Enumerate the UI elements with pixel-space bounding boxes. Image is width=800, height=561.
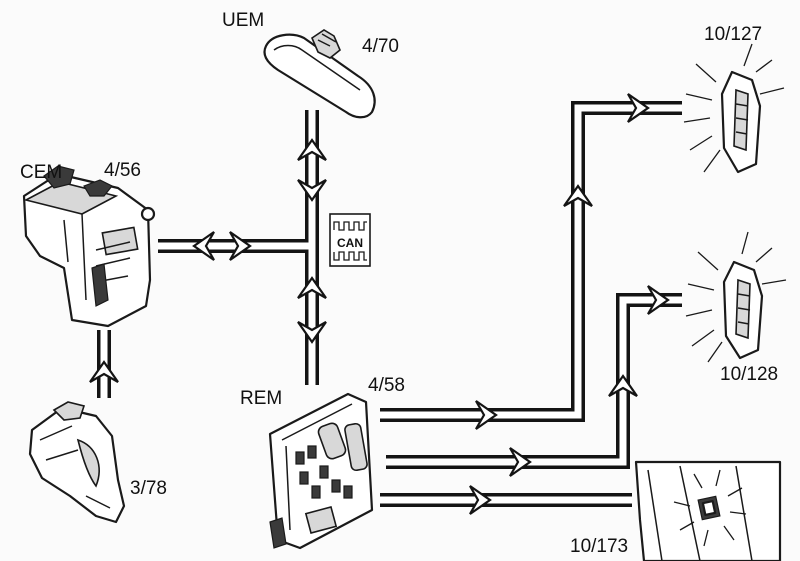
- arrow-up-icon: [563, 184, 593, 207]
- uem-name-label: UEM: [222, 10, 264, 31]
- arrow-up-icon: [297, 276, 327, 299]
- labels: UEM 4/70 CEM 4/56 REM 4/58 3/78 10/127 1…: [20, 10, 778, 557]
- arrow-up-icon: [297, 138, 327, 161]
- lamp-10-173: [634, 460, 782, 561]
- mirror-edge: [273, 44, 361, 91]
- can-signal-low-icon: [333, 251, 367, 261]
- rem-to-10-127-outline: [380, 101, 682, 422]
- arrow-up-icon: [608, 374, 638, 397]
- arrow-right-icon: [229, 231, 252, 261]
- uem-module: [263, 29, 376, 119]
- cem-ref-label: 4/56: [104, 160, 141, 181]
- switch-3-78: [28, 401, 126, 524]
- lamp-10-128: [685, 231, 787, 363]
- rem-fuse-grid: [295, 445, 353, 499]
- cem-connector: [83, 179, 113, 197]
- rem-plug: [269, 517, 287, 549]
- rem-connector: [344, 422, 368, 472]
- lamp-lens-lines: [735, 103, 749, 135]
- rem-connector: [317, 422, 347, 460]
- cem-name-label: CEM: [20, 162, 62, 183]
- cem-mount-ring: [140, 206, 156, 222]
- arrow-right-icon: [509, 447, 532, 477]
- rem-relay: [304, 505, 338, 535]
- courtesy-lamp-lens: [701, 499, 717, 517]
- can-bus-symbol: CAN: [329, 213, 371, 267]
- switch-housing: [28, 406, 126, 524]
- can-bus-label: CAN: [337, 236, 363, 250]
- rem-to-10-128: [386, 296, 682, 466]
- rem-module: [268, 392, 374, 550]
- switch-body-lines: [39, 425, 111, 509]
- switch-lever: [76, 438, 100, 488]
- uem-ref-label: 4/70: [362, 36, 399, 57]
- cem-module: [22, 165, 156, 328]
- rem-name-label: REM: [240, 388, 282, 409]
- direction-arrows: [89, 93, 670, 515]
- cem-body-lines: [63, 213, 131, 301]
- arrow-down-icon: [297, 321, 327, 344]
- light-rays-icon: [673, 469, 747, 547]
- lamp-10-127-label: 10/127: [704, 24, 762, 45]
- lamp-10-173-label: 10/173: [570, 536, 628, 557]
- cem-connector: [43, 165, 75, 189]
- rem-ref-label: 4/58: [368, 375, 405, 396]
- lamp-lens-lines: [737, 293, 751, 325]
- arrow-down-icon: [297, 179, 327, 202]
- mirror-mount-detail: [317, 33, 337, 47]
- rem-to-10-128-outline: [386, 293, 682, 469]
- signal-lines: [97, 101, 682, 507]
- lamp-10-128-label: 10/128: [720, 364, 778, 385]
- light-rays-icon: [683, 43, 785, 173]
- arrow-right-icon: [647, 285, 670, 315]
- can-signal-high-icon: [333, 221, 367, 231]
- lamp-10-127: [683, 43, 785, 174]
- arrow-right-icon: [475, 400, 498, 430]
- rem-to-10-127: [380, 104, 682, 419]
- cem-fuse-block: [91, 263, 109, 307]
- arrow-right-icon: [627, 93, 650, 123]
- cem-top-face: [23, 181, 119, 215]
- arrow-left-icon: [192, 231, 215, 261]
- rem-edge-lines: [281, 403, 353, 531]
- switch-connector: [52, 401, 86, 421]
- switch-ref-label: 3/78: [130, 478, 167, 499]
- light-rays-icon: [685, 231, 787, 363]
- can-bus-box: [329, 213, 371, 267]
- arrow-right-icon: [469, 485, 492, 515]
- arrow-up-icon: [89, 360, 119, 383]
- cem-label-plate: [101, 226, 139, 256]
- mirror-housing: [263, 33, 376, 119]
